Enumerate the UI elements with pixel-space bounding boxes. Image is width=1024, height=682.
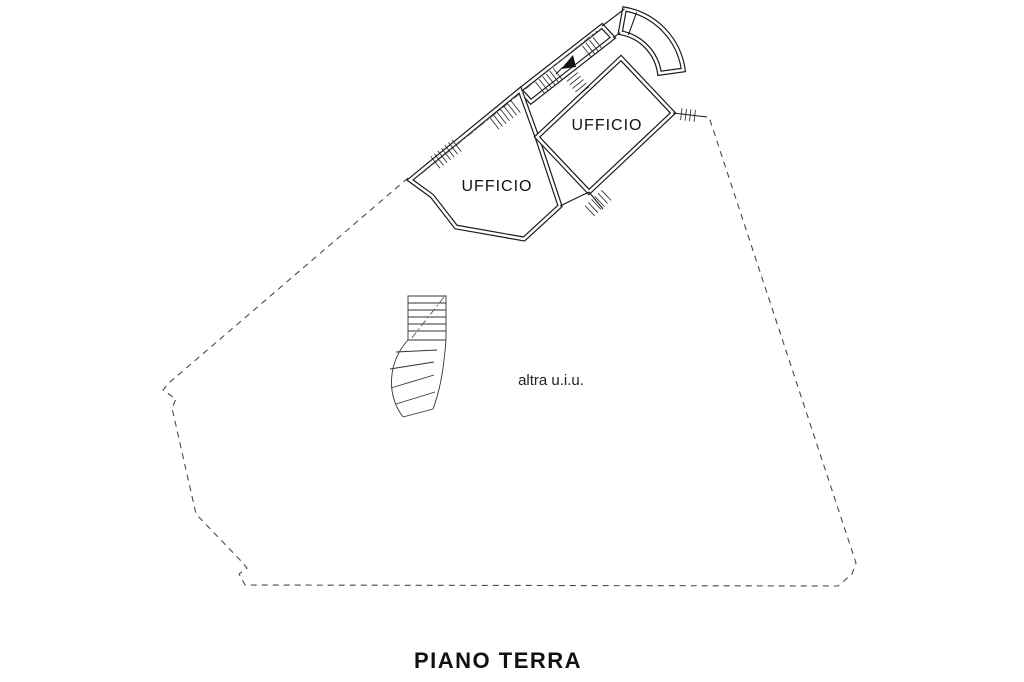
wall-stub — [588, 191, 604, 210]
office-left-label: UFFICIO — [462, 178, 533, 195]
stair-walkline — [410, 296, 445, 340]
curved-wall-divider — [627, 12, 638, 36]
connector-bay-office — [559, 191, 590, 207]
site-boundary-dashed — [162, 116, 857, 587]
connector-curve-inner — [612, 32, 621, 39]
stair-straight-run — [407, 295, 447, 341]
office-right-label: UFFICIO — [572, 117, 643, 134]
connector-curve-outer — [601, 8, 625, 27]
plan-title: PIANO TERRA — [414, 648, 582, 673]
window-hatches — [430, 37, 696, 217]
stair-winder-fan — [389, 339, 447, 418]
arrow-marker — [561, 55, 576, 69]
office-left-outline — [405, 85, 563, 242]
other-unit-label: altra u.i.u. — [518, 372, 584, 389]
